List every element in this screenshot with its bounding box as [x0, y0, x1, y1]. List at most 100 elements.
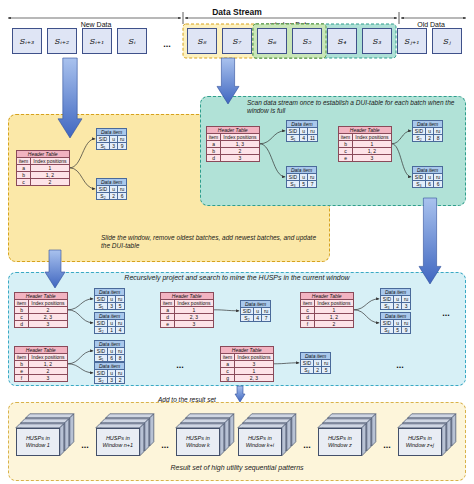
batch-box: Sᵢ [117, 28, 147, 54]
table-cell: d [161, 313, 175, 320]
result-label: HUSPs in Window n+1 [98, 435, 138, 448]
table-title: Data item [413, 167, 443, 174]
data-item-table: Data itemSIDuruS₃57 [286, 166, 318, 188]
result-cube: HUSPs in Window z [318, 428, 362, 456]
panel-caption: Scan data stream once to establish a DUI… [247, 99, 461, 115]
table-title: Header Table [301, 293, 353, 300]
header-table: Header TableitemIndex positionsa1b1, 2c2 [16, 150, 70, 186]
table-cell: 6 [108, 354, 116, 361]
connector [214, 310, 240, 311]
connector [70, 168, 96, 189]
section-label: New Data [78, 21, 115, 28]
table-cell: 3 [175, 320, 212, 327]
header-table: Header TableitemIndex positionsa1d2, 3e3 [160, 292, 214, 328]
cube-face [447, 419, 451, 451]
connector [392, 131, 412, 144]
table-cell: 2, 3 [175, 313, 212, 320]
table-title: Header Table [207, 127, 259, 134]
table-cell: f [15, 374, 29, 381]
range-divider [183, 12, 184, 24]
panel-caption: Recursively project and search to mine t… [29, 274, 445, 282]
batch-label: S₈ [198, 37, 207, 46]
table-cell: 6 [426, 180, 434, 187]
table-cell: 3 [221, 154, 258, 161]
cube-face [16, 424, 64, 428]
table-cell: S₃ [413, 180, 426, 187]
window-highlight [253, 24, 326, 58]
table-cell: 3 [110, 142, 118, 149]
data-item-table: Data itemSIDuruS₁39 [96, 128, 128, 150]
result-label: HUSPs in Window z [320, 435, 360, 448]
table-title: Header Table [15, 347, 67, 354]
cube-face [106, 414, 154, 418]
cube-face [403, 419, 451, 423]
batch-box: Sⱼ₊₁ [397, 28, 427, 54]
ellipsis: ... [383, 440, 391, 450]
header-table: Header TableitemIndex positionsa3c1g2, 3 [220, 346, 274, 382]
data-item-table: Data itemSIDuruS₄59 [380, 312, 412, 334]
table-cell: 6 [118, 192, 126, 199]
batch-box: Sᵢ₊₂ [47, 28, 77, 54]
connector [70, 139, 96, 168]
result-cube: HUSPs in Window k+i [238, 428, 282, 456]
result-cube: HUSPs in Window 1 [16, 428, 60, 456]
header-table: Header TableitemIndex positionsb2c2, 3d3 [14, 292, 68, 328]
table-cell: a [207, 140, 221, 147]
table-cell: 2 [394, 302, 402, 309]
result-label: HUSPs in Window k [178, 435, 218, 448]
table-cell: c [15, 313, 29, 320]
table-cell: 4 [300, 134, 308, 141]
table-cell: e [339, 154, 353, 161]
cube-face [181, 423, 225, 451]
table-cell: 1, 2 [29, 360, 66, 367]
table-cell: 3 [29, 374, 66, 381]
table-cell: 2, 3 [235, 374, 272, 381]
cube-face [292, 414, 296, 446]
table-cell: 4 [254, 314, 262, 321]
table-cell: 1 [108, 326, 116, 333]
range-divider [399, 12, 400, 24]
data-item-table: Data itemSIDuruS₁68 [94, 340, 126, 362]
table-cell: S₁ [287, 134, 300, 141]
data-item-table: Data itemSIDuruS₂47 [240, 300, 272, 322]
table-title: Data item [241, 301, 271, 308]
table-title: Data item [381, 289, 411, 296]
build-panel: Scan data stream once to establish a DUI… [200, 96, 466, 206]
range-line [8, 18, 181, 19]
batch-box: Sᵢ₊₃ [12, 28, 42, 54]
table-cell: 6 [434, 180, 442, 187]
batch-label: Sᵢ [128, 37, 135, 46]
batch-label: Sⱼ₊₁ [404, 37, 419, 46]
table-title: Header Table [221, 347, 273, 354]
table-cell: b [207, 147, 221, 154]
table-cell: S₁ [97, 142, 110, 149]
data-item-table: Data itemSIDuruS₃23 [380, 288, 412, 310]
window-highlight [183, 24, 326, 58]
connector [354, 299, 380, 310]
batch-label: Sᵢ₊₂ [55, 37, 70, 46]
batch-box: Sⱼ [432, 28, 462, 54]
data-item-table: Data itemSIDuruS₄25 [300, 352, 332, 374]
data-item-table: Data itemSIDuruS₂26 [96, 178, 128, 200]
table-cell: 1 [235, 367, 272, 374]
table-cell: e [15, 367, 29, 374]
table-cell: c [301, 306, 315, 313]
cube-face [21, 423, 65, 451]
ellipsis: ... [396, 360, 404, 370]
connector [354, 310, 380, 323]
table-title: Header Table [15, 293, 67, 300]
section-label: Old Data [414, 21, 448, 28]
table-title: Data item [381, 313, 411, 320]
header-table: Header TableitemIndex positionsa1, 3b2d3 [206, 126, 260, 162]
table-cell: a [161, 306, 175, 313]
table-cell: 1 [31, 164, 68, 171]
cube-face [60, 424, 64, 456]
table-title: Header Table [161, 293, 213, 300]
cube-face [362, 424, 366, 456]
table-cell: 1, 2 [315, 313, 352, 320]
cube-face [181, 419, 229, 423]
cube-face [186, 414, 234, 418]
cube-face [323, 419, 371, 423]
cube-face [26, 414, 74, 418]
